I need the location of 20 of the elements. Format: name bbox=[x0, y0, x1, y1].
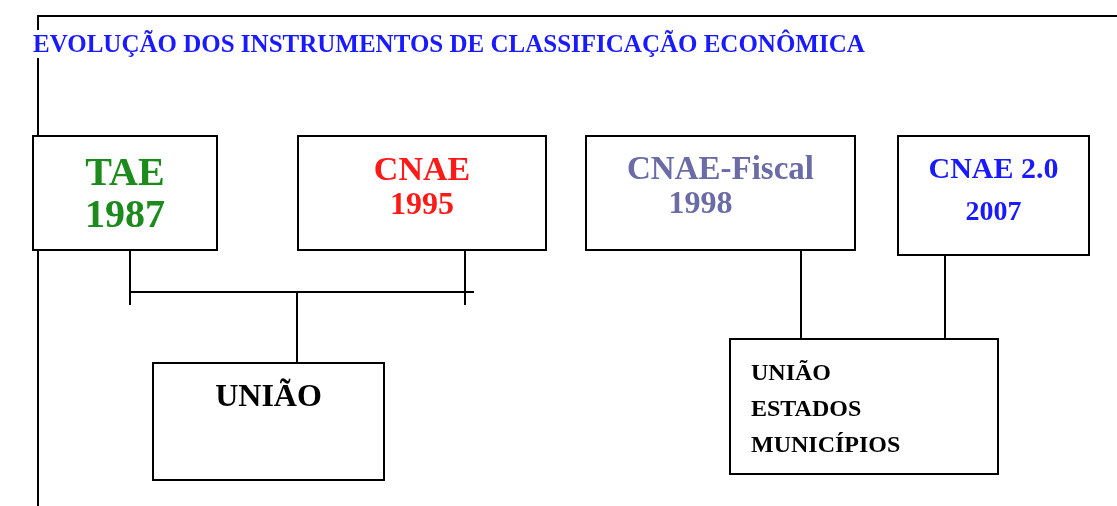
text-box bbox=[32, 135, 218, 251]
box-label: CNAE-Fiscal bbox=[627, 151, 814, 186]
text-box bbox=[297, 135, 547, 251]
connector-line bbox=[800, 250, 802, 339]
box-label: UNIÃO bbox=[215, 378, 322, 414]
text-box bbox=[585, 135, 856, 251]
connector-line bbox=[944, 255, 946, 339]
box-label: TAE bbox=[85, 151, 165, 193]
box-label: 1987 bbox=[85, 193, 165, 235]
box-label: UNIÃO ESTADOS MUNICÍPIOS bbox=[751, 358, 902, 459]
diagram-title: EVOLUÇÃO DOS INSTRUMENTOS DE CLASSIFICAÇÃO ECONÔMICA bbox=[33, 30, 865, 58]
text-box bbox=[897, 135, 1090, 256]
box-label: CNAE bbox=[373, 151, 471, 187]
box-label: 1995 bbox=[390, 186, 454, 221]
box-label: 2007 bbox=[965, 196, 1022, 227]
text-box bbox=[729, 338, 999, 475]
box-label: 1998 bbox=[668, 185, 733, 220]
box-label: CNAE 2.0 bbox=[928, 151, 1059, 184]
connector-line bbox=[296, 250, 466, 363]
text-box bbox=[152, 362, 385, 481]
